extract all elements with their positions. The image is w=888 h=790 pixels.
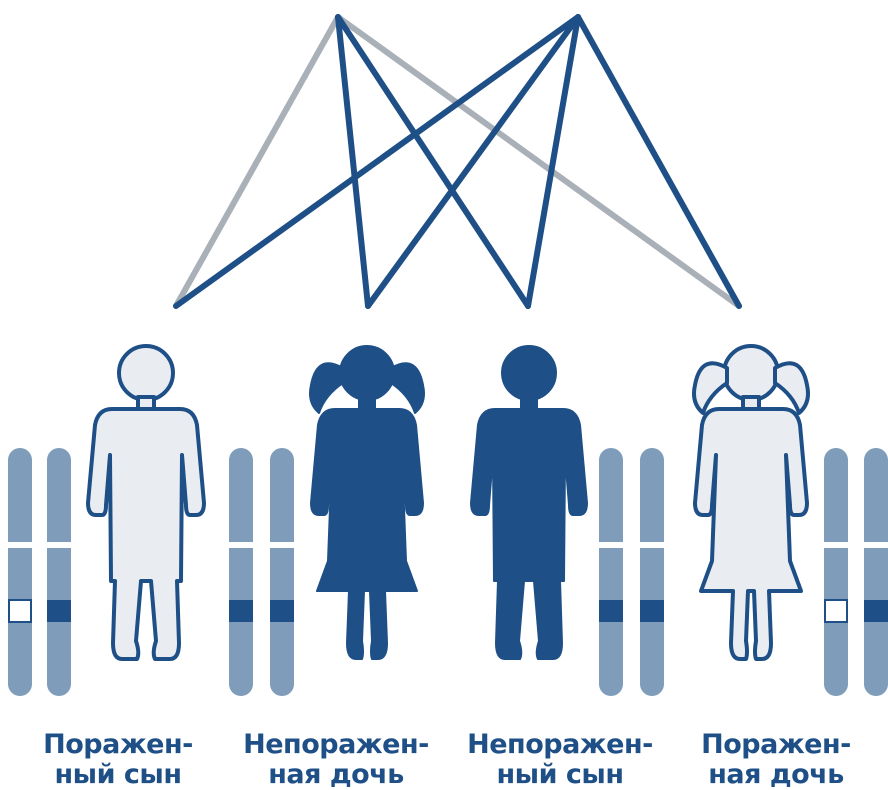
caption-unaffected-daughter: Непоражен- ная дочь xyxy=(236,730,436,790)
chromosome xyxy=(270,448,294,696)
caption-line: Непоражен- xyxy=(236,730,436,760)
mutant-gene-band xyxy=(864,600,888,622)
chromosome xyxy=(864,448,888,696)
normal-gene-band xyxy=(9,600,31,622)
caption-line: ная дочь xyxy=(676,760,876,790)
mutant-gene-band xyxy=(599,600,623,622)
inheritance-lines xyxy=(176,17,739,306)
affected-daughter-figure xyxy=(694,346,808,659)
chromosome-pair-unaffected-son xyxy=(599,448,664,696)
normal-gene-band xyxy=(825,600,847,622)
affected-son-figure xyxy=(88,346,204,659)
chromosome-pair-affected-son xyxy=(8,448,71,696)
chromosome xyxy=(599,448,623,696)
inheritance-line-affected xyxy=(176,17,578,306)
mutant-gene-band xyxy=(229,600,253,622)
chromosome xyxy=(229,448,253,696)
mutant-gene-band xyxy=(47,600,71,622)
caption-line: Поражен- xyxy=(18,730,218,760)
caption-unaffected-son: Непоражен- ный сын xyxy=(460,730,660,790)
chromosome xyxy=(47,448,71,696)
caption-line: ная дочь xyxy=(236,760,436,790)
chromosome xyxy=(8,448,32,696)
chromosome xyxy=(640,448,664,696)
caption-line: Непоражен- xyxy=(460,730,660,760)
unaffected-daughter-figure xyxy=(310,346,424,659)
children-figures xyxy=(88,346,808,659)
caption-line: ный сын xyxy=(460,760,660,790)
caption-line: ный сын xyxy=(18,760,218,790)
chromosome xyxy=(824,448,848,696)
mutant-gene-band xyxy=(640,600,664,622)
caption-line: Поражен- xyxy=(676,730,876,760)
inheritance-line-affected xyxy=(578,17,739,306)
mutant-gene-band xyxy=(270,600,294,622)
unaffected-son-figure xyxy=(471,346,587,659)
inheritance-line-normal xyxy=(176,17,338,306)
caption-affected-son: Поражен- ный сын xyxy=(18,730,218,790)
chromosome-pair-unaffected-daughter xyxy=(229,448,294,696)
caption-affected-daughter: Поражен- ная дочь xyxy=(676,730,876,790)
chromosome-pair-affected-daughter xyxy=(824,448,888,696)
